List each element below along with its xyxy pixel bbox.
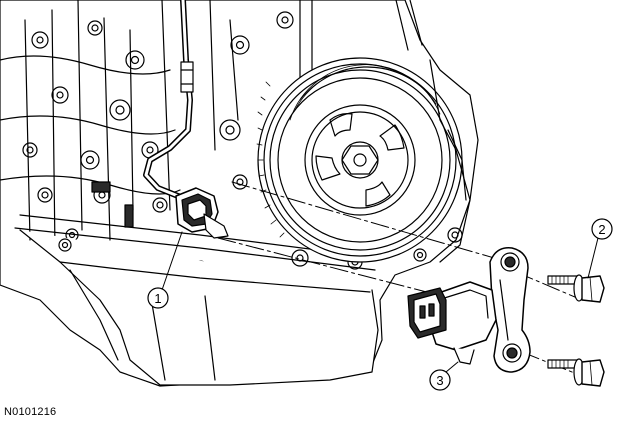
figure-id-label: N0101216 [4,406,57,418]
callout-1-number: 1 [154,291,161,306]
crankshaft-pulley [256,0,463,263]
crankshaft-position-sensor [407,247,531,373]
sensor-connector [175,187,229,239]
mounting-bolt-lower [547,358,605,387]
mounting-bolt-upper [547,274,605,303]
callout-2-number: 2 [598,222,605,237]
wiring-harness [143,0,194,203]
callout-2: 2 [587,218,613,279]
front-cover [413,59,471,263]
callout-1: 1 [147,231,183,309]
callout-3-number: 3 [436,373,443,388]
callout-3: 3 [429,361,459,391]
